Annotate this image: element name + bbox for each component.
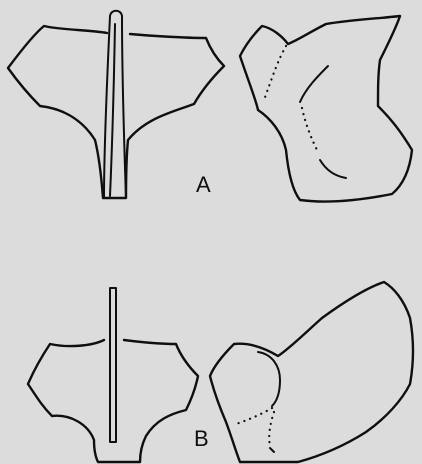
panel-a-suture-dotted-2 — [302, 108, 318, 152]
panel-b-side-view — [210, 282, 413, 462]
panel-b-suture-dotted-2 — [269, 412, 274, 446]
panel-b: B — [28, 282, 413, 462]
panel-a-suture-dotted-1 — [264, 46, 286, 100]
panel-b-rod — [110, 288, 116, 442]
panel-a-ridge-lower — [320, 160, 346, 178]
panel-a-front-body-outline — [8, 26, 224, 198]
panel-a-front-view — [8, 11, 224, 198]
panel-a-label: A — [196, 172, 211, 197]
panel-a-side-view — [240, 16, 412, 202]
panel-b-label: B — [194, 426, 209, 451]
panel-b-front-view — [28, 288, 198, 462]
panel-a: A — [8, 11, 412, 202]
panel-b-front-body-outline — [28, 340, 198, 462]
panel-a-rod-inner — [110, 24, 115, 196]
panel-a-side-outline — [240, 16, 412, 202]
panel-a-ridge-curve — [300, 66, 328, 102]
panel-b-side-outline — [210, 282, 413, 462]
panel-b-suture-dotted-1 — [236, 408, 272, 424]
panel-b-ridge-lower — [270, 448, 274, 452]
panel-b-condyle-outline — [258, 352, 280, 406]
